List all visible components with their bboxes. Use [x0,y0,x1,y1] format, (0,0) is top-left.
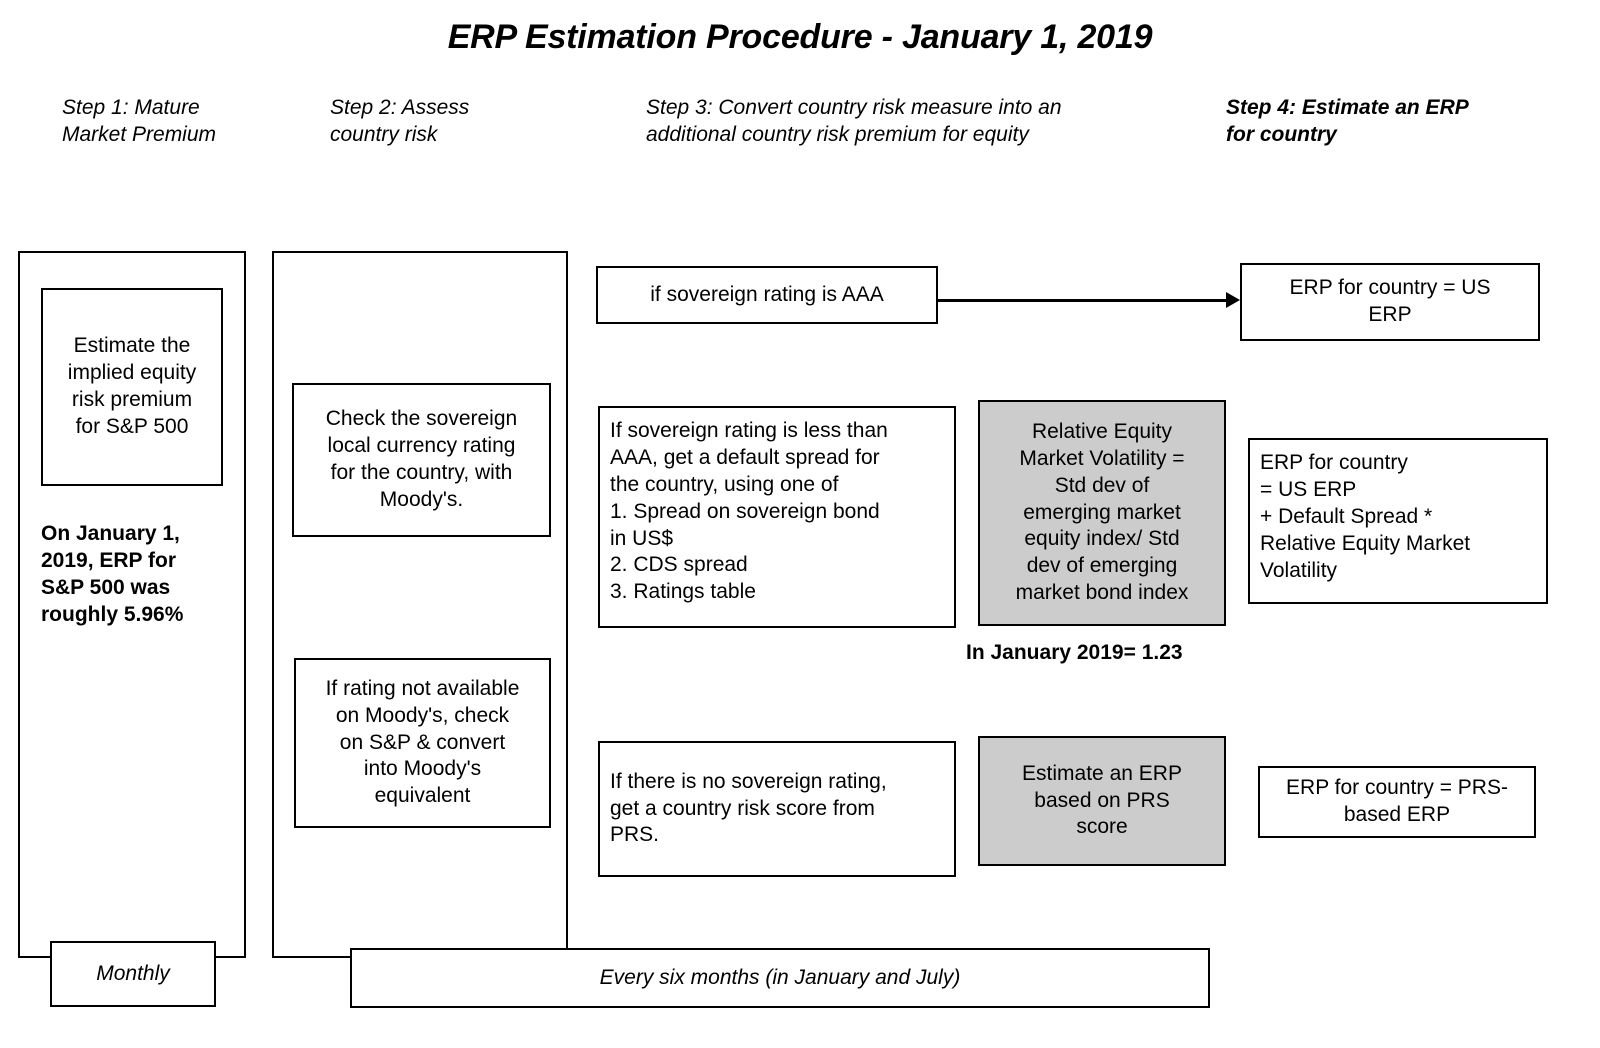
estimate-prs-erp-box[interactable]: Estimate an ERP based on PRS score [978,736,1226,866]
relative-equity-market-volatility-box[interactable]: Relative Equity Market Volatility = Std … [978,400,1226,626]
step-2-container [272,251,568,958]
default-spread-box[interactable]: If sovereign rating is less than AAA, ge… [598,406,956,628]
frequency-monthly-box[interactable]: Monthly [50,941,216,1007]
check-moodys-rating-box[interactable]: Check the sovereign local currency ratin… [292,383,551,537]
step-4-header: Step 4: Estimate an ERP for country [1226,96,1469,147]
erp-equals-prs-erp-box[interactable]: ERP for country = PRS- based ERP [1258,766,1536,838]
arrow-aaa-to-us-erp-head [1226,292,1240,308]
step-3-header: Step 3: Convert country risk measure int… [646,96,1062,147]
no-sovereign-rating-prs-box[interactable]: If there is no sovereign rating, get a c… [598,741,956,877]
erp-formula-box[interactable]: ERP for country = US ERP + Default Sprea… [1248,438,1548,604]
erp-equals-us-erp-box[interactable]: ERP for country = US ERP [1240,263,1540,341]
estimate-implied-erp-box[interactable]: Estimate the implied equity risk premium… [41,288,223,486]
volatility-value-note: In January 2019= 1.23 [966,641,1183,664]
page-title: ERP Estimation Procedure - January 1, 20… [447,18,1153,56]
sp500-erp-note: On January 1, 2019, ERP for S&P 500 was … [41,522,184,626]
step-1-header: Step 1: Mature Market Premium [62,96,217,147]
sovereign-rating-aaa-box[interactable]: if sovereign rating is AAA [596,266,938,324]
arrow-aaa-to-us-erp-line [938,299,1228,302]
check-sp-rating-box[interactable]: If rating not available on Moody's, chec… [294,658,551,828]
step-2-header: Step 2: Assess country risk [330,96,470,147]
frequency-semiannual-box[interactable]: Every six months (in January and July) [350,948,1210,1008]
